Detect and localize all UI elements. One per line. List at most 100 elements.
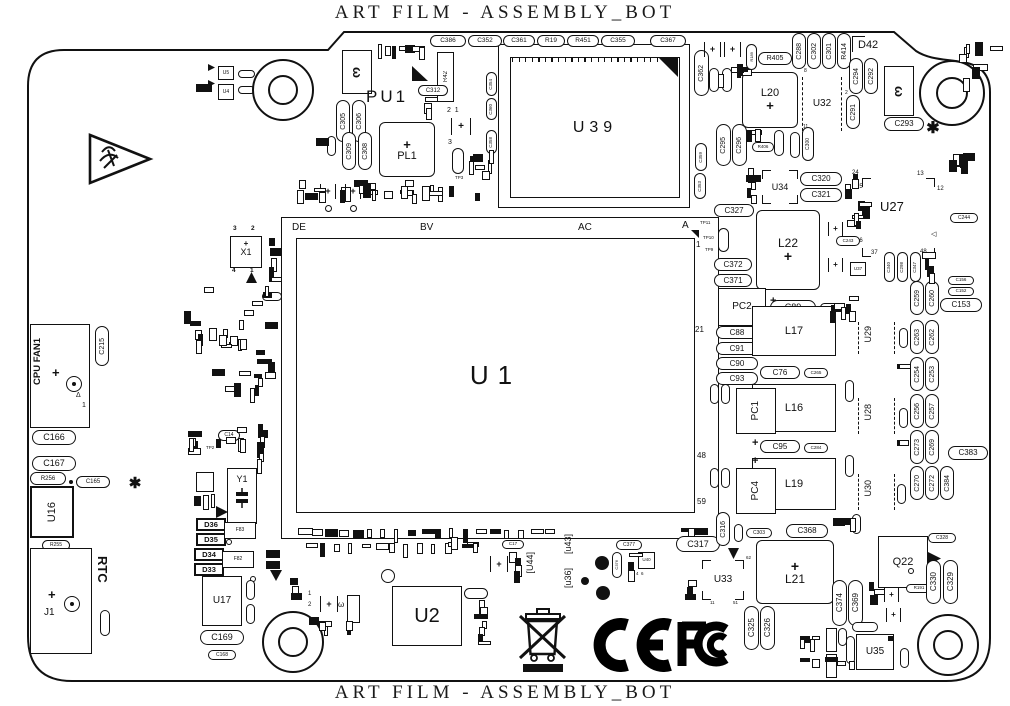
filler-component [339,529,350,538]
cmp-d34: D34 [194,548,224,561]
filler-component [318,622,327,631]
cmp-vp [774,130,784,156]
cmp-r406: R406 [752,142,774,152]
cmp-c294: C294 [849,58,863,94]
filler-component [425,108,433,120]
cmp-c352: C352 [468,35,502,47]
filler-component [267,362,276,374]
cmp-d33: D33 [194,563,224,576]
filler-component [800,657,810,663]
filler-component [219,334,228,346]
filler-component [477,634,483,644]
cmp-c244: C244 [950,213,978,223]
cmp-vp [100,610,110,636]
filler-component [755,129,761,143]
filler-component [681,528,693,533]
cmp-1: 1 [82,402,86,409]
cmp-vp [327,136,336,156]
cmp-c243: C243 [836,236,860,246]
filler-component [514,571,520,583]
cmp-c153: C153 [940,298,982,312]
filler-component [296,190,305,204]
cmp-tri-dn [728,548,739,559]
cmp-tri-rt [208,64,215,71]
cmp-pc1: PC1 [736,388,776,434]
cmp-c168: C168 [208,650,236,660]
cmp-c301: C301 [822,33,836,69]
cmp-8: 8 [804,68,807,74]
filler-component [421,529,437,534]
cmp-1: 1 [308,591,312,597]
cmp-c355: C355 [601,35,635,47]
filler-component [812,658,821,669]
cmp-c292: C292 [864,58,878,94]
filler-component [746,129,752,143]
cmp-bx [347,595,360,623]
filler-component [627,561,635,575]
chip-u1: U1 [296,238,695,513]
filler-component [427,191,443,197]
filler-component [184,311,191,325]
hand-triangle-icon [88,133,154,185]
filler-component [215,438,222,449]
weee-bin-icon [518,608,567,672]
cmp-cir [325,205,332,212]
filler-component [289,578,299,586]
filler-component [961,160,968,174]
filler-component [257,378,264,387]
cmp-vp [718,228,729,252]
cmp-crn [862,248,871,257]
filler-component [384,46,391,57]
cmp-u44: [U44] [525,552,535,574]
filler-component [862,207,871,219]
filler-component [971,67,980,80]
cmp-vp [845,455,854,477]
cmp-c167: C167 [32,456,76,471]
cmp-c330: C330 [926,560,941,604]
filler-component [269,238,276,247]
filler-component [469,161,474,175]
cmp-: + [704,42,721,57]
cmp-u28: U28 [863,404,873,421]
cmp-bx [826,628,837,652]
filler-component [383,191,393,200]
filler-component [829,310,837,323]
cmp-c165: C165 [76,476,110,488]
filler-component [255,349,266,355]
filler-component [685,594,697,601]
cmp-c93: C93 [716,372,758,385]
filler-component [517,529,525,539]
filler-component [253,374,263,379]
cmp-c17: C17 [502,540,524,549]
cmp-1: 1 [250,267,254,274]
cmp-crn [862,178,871,187]
cmp-c295: C295 [716,124,731,166]
cmp-c263: C263 [910,320,924,354]
cmp-11: 11 [710,600,715,605]
filler-component [836,660,847,667]
cmp-24: 24 [852,170,859,176]
cmp-l17: L17 [752,306,836,356]
cmp-59: 59 [697,497,706,506]
cmp-c374: C374 [832,580,847,626]
cmp-c321: C321 [800,188,842,202]
cmp-c326: C326 [760,606,775,650]
cmp-c166: C166 [32,430,76,445]
filler-component [545,528,556,535]
cmp-: ◁ [931,231,937,238]
cmp-bx [826,654,837,678]
cmp-u34: U34 [762,170,798,204]
cmp-u2: U2 [392,586,462,646]
filler-component [965,44,970,55]
filler-component [921,252,936,259]
filler-component [257,424,263,439]
filler-component [844,189,852,200]
cmp-vp [734,524,743,542]
filler-component [239,338,247,350]
filler-component [211,494,216,508]
cmp-c298: C298 [897,252,908,282]
cmp-c312: C312 [418,85,448,96]
cmp-r451: R451 [567,35,599,47]
cmp-c259: C259 [910,281,924,315]
cmp-fb: ω [342,50,372,94]
